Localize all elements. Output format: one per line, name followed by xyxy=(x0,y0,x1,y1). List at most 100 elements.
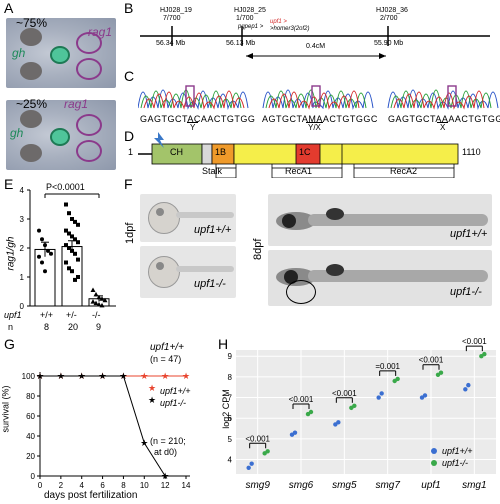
eye-right xyxy=(20,62,42,80)
data-point xyxy=(70,234,74,239)
trace-red xyxy=(143,90,245,110)
eye xyxy=(156,262,164,270)
panel-e-n-2: 20 xyxy=(68,322,79,332)
label-8dpf-wt: upf1+/+ xyxy=(450,228,488,240)
data-point xyxy=(76,240,80,245)
marker-3-name: HJ028_36 xyxy=(376,7,408,14)
arrow-head xyxy=(246,53,253,59)
panel-label-d: D xyxy=(124,128,135,144)
x-tick-label: 14 xyxy=(182,481,191,490)
marker-2-name: HJ028_25 xyxy=(234,7,266,14)
data-point xyxy=(73,277,77,282)
legend-wt: upf1+/+ xyxy=(160,386,191,396)
linker-domain xyxy=(201,143,213,165)
mut-point xyxy=(265,449,270,454)
eye-left xyxy=(20,110,42,128)
legend-mut: upf1-/- xyxy=(160,398,187,408)
data-point xyxy=(102,297,108,303)
marker-1-ratio: 7/700 xyxy=(163,15,181,22)
label-8dpf-mut: upf1-/- xyxy=(450,286,482,298)
data-point xyxy=(93,300,99,306)
rag1-circle xyxy=(76,32,102,54)
eye-right xyxy=(20,144,42,162)
panel-h-ylabel: log2 CPM xyxy=(220,389,231,429)
gene-label: upf1 xyxy=(421,480,440,491)
series-marker: ★ xyxy=(161,371,169,381)
label-1dpf-mut: upf1-/- xyxy=(194,278,226,290)
panel-e-n-1: 8 xyxy=(44,322,50,332)
data-point xyxy=(40,237,44,242)
legend-marker-mut xyxy=(431,460,437,466)
series-marker: ★ xyxy=(182,371,190,381)
codon-3: X xyxy=(437,122,449,132)
data-point xyxy=(67,246,71,250)
panel-label-e: E xyxy=(4,176,14,192)
data-point xyxy=(76,222,80,227)
wt-point xyxy=(466,382,471,388)
body xyxy=(308,270,488,282)
expression-plot: 456789smg9<0.001smg6<0.001smg5<0.001smg7… xyxy=(228,337,496,491)
genetic-map xyxy=(140,26,490,59)
tail xyxy=(176,212,234,218)
label-1dpf-wt: upf1+/+ xyxy=(194,224,232,236)
data-point xyxy=(70,217,74,221)
pvalue-label: <0.001 xyxy=(245,434,270,443)
rag1-circle xyxy=(76,140,102,162)
mut-point xyxy=(438,370,444,375)
wt-point xyxy=(336,420,341,425)
swim-bladder xyxy=(326,264,344,276)
y-tick-label: 1 xyxy=(20,273,25,282)
data-point xyxy=(93,291,99,297)
data-point xyxy=(67,231,71,236)
data-point xyxy=(67,211,71,216)
legend-marker-mut: ★ xyxy=(148,395,156,405)
chromatograms xyxy=(138,85,499,110)
y-tick-label: 100 xyxy=(22,372,36,381)
gene-label: smg9 xyxy=(245,480,270,491)
eye-left xyxy=(20,28,42,46)
x-tick-label: 12 xyxy=(161,481,170,490)
arrow-head xyxy=(379,53,386,59)
y-tick-label: 4 xyxy=(20,186,25,195)
larva-1dpf-mut xyxy=(140,246,236,298)
genes-prefix: pgpep1 > xyxy=(238,24,264,30)
x-tick-label: 8 xyxy=(121,481,126,490)
series-marker: ★ xyxy=(78,371,86,381)
wt-point xyxy=(292,430,298,435)
body xyxy=(308,214,488,226)
legend-label-wt: upf1+/+ xyxy=(442,446,473,456)
x-tick-label: 10 xyxy=(140,481,149,490)
codon-2: Y/X xyxy=(306,122,323,132)
wt-point xyxy=(246,465,251,470)
y-tick-label: 80 xyxy=(26,392,35,401)
series-marker: ★ xyxy=(119,371,127,381)
data-point xyxy=(70,269,74,274)
ch-label: CH xyxy=(170,147,183,157)
x-tick-label: 2 xyxy=(59,481,64,490)
gene-label: smg1 xyxy=(462,480,486,491)
data-point xyxy=(43,243,47,248)
swim-bladder xyxy=(326,208,344,220)
panel-g-wt-gene: upf1+/+ xyxy=(150,342,184,353)
mut-point xyxy=(482,351,487,357)
pvalue-label: <0.001 xyxy=(419,356,444,365)
plot-background xyxy=(236,350,496,474)
rag1-label-top: rag1 xyxy=(88,25,113,39)
pvalue-label: =0.001 xyxy=(375,362,400,371)
marker-2-ratio: 1/700 xyxy=(236,15,254,22)
marker-3-ratio: 2/700 xyxy=(380,15,398,22)
data-point xyxy=(49,251,53,256)
data-point xyxy=(76,275,80,279)
larva-8dpf-mut xyxy=(268,250,492,306)
pvalue-label: <0.001 xyxy=(462,337,487,346)
trace-red xyxy=(393,90,485,110)
y-tick-label: 0 xyxy=(31,472,36,481)
panel-label-g: G xyxy=(4,336,15,352)
data-point xyxy=(46,248,50,253)
trace-red xyxy=(268,90,360,110)
label-8dpf: 8dpf xyxy=(252,238,264,260)
label-1c: 1C xyxy=(299,147,311,157)
panel-g-ylabel: survival (%) xyxy=(0,385,11,433)
